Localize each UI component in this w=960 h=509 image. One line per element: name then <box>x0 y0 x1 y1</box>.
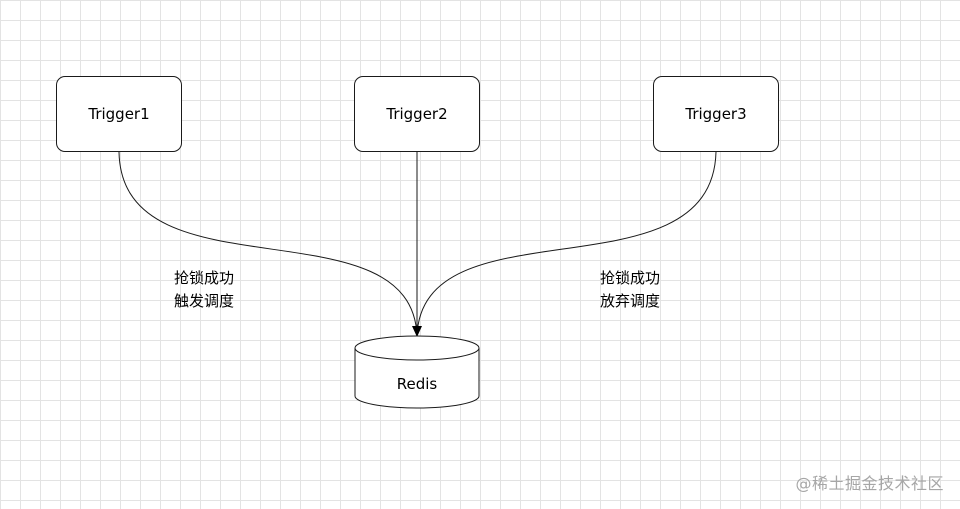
edge-label-left: 抢锁成功 触发调度 <box>174 267 234 313</box>
node-trigger2-label: Trigger2 <box>386 105 448 123</box>
edge-label-right: 抢锁成功 放弃调度 <box>600 267 660 313</box>
arrowhead-redis <box>412 326 422 337</box>
node-trigger3-label: Trigger3 <box>685 105 747 123</box>
edge-label-left-line1: 抢锁成功 <box>174 269 235 287</box>
node-trigger1-label: Trigger1 <box>88 105 150 123</box>
redis-cylinder-top <box>354 335 480 361</box>
edge-trigger3-redis <box>416 151 717 337</box>
edge-label-right-line1: 抢锁成功 <box>600 269 661 287</box>
edge-trigger1-redis <box>118 151 418 337</box>
redis-node-label: Redis <box>396 375 438 393</box>
redis-node-label-wrap[interactable]: Redis <box>354 372 480 396</box>
edge-label-right-line2: 放弃调度 <box>600 292 661 310</box>
node-trigger3[interactable]: Trigger3 <box>653 76 779 152</box>
node-trigger1[interactable]: Trigger1 <box>56 76 182 152</box>
redis-cylinder-body <box>354 348 480 409</box>
watermark: @稀土掘金技术社区 <box>795 474 944 493</box>
edge-label-left-line2: 触发调度 <box>174 292 235 310</box>
node-trigger2[interactable]: Trigger2 <box>354 76 480 152</box>
redis-cylinder <box>354 335 480 409</box>
